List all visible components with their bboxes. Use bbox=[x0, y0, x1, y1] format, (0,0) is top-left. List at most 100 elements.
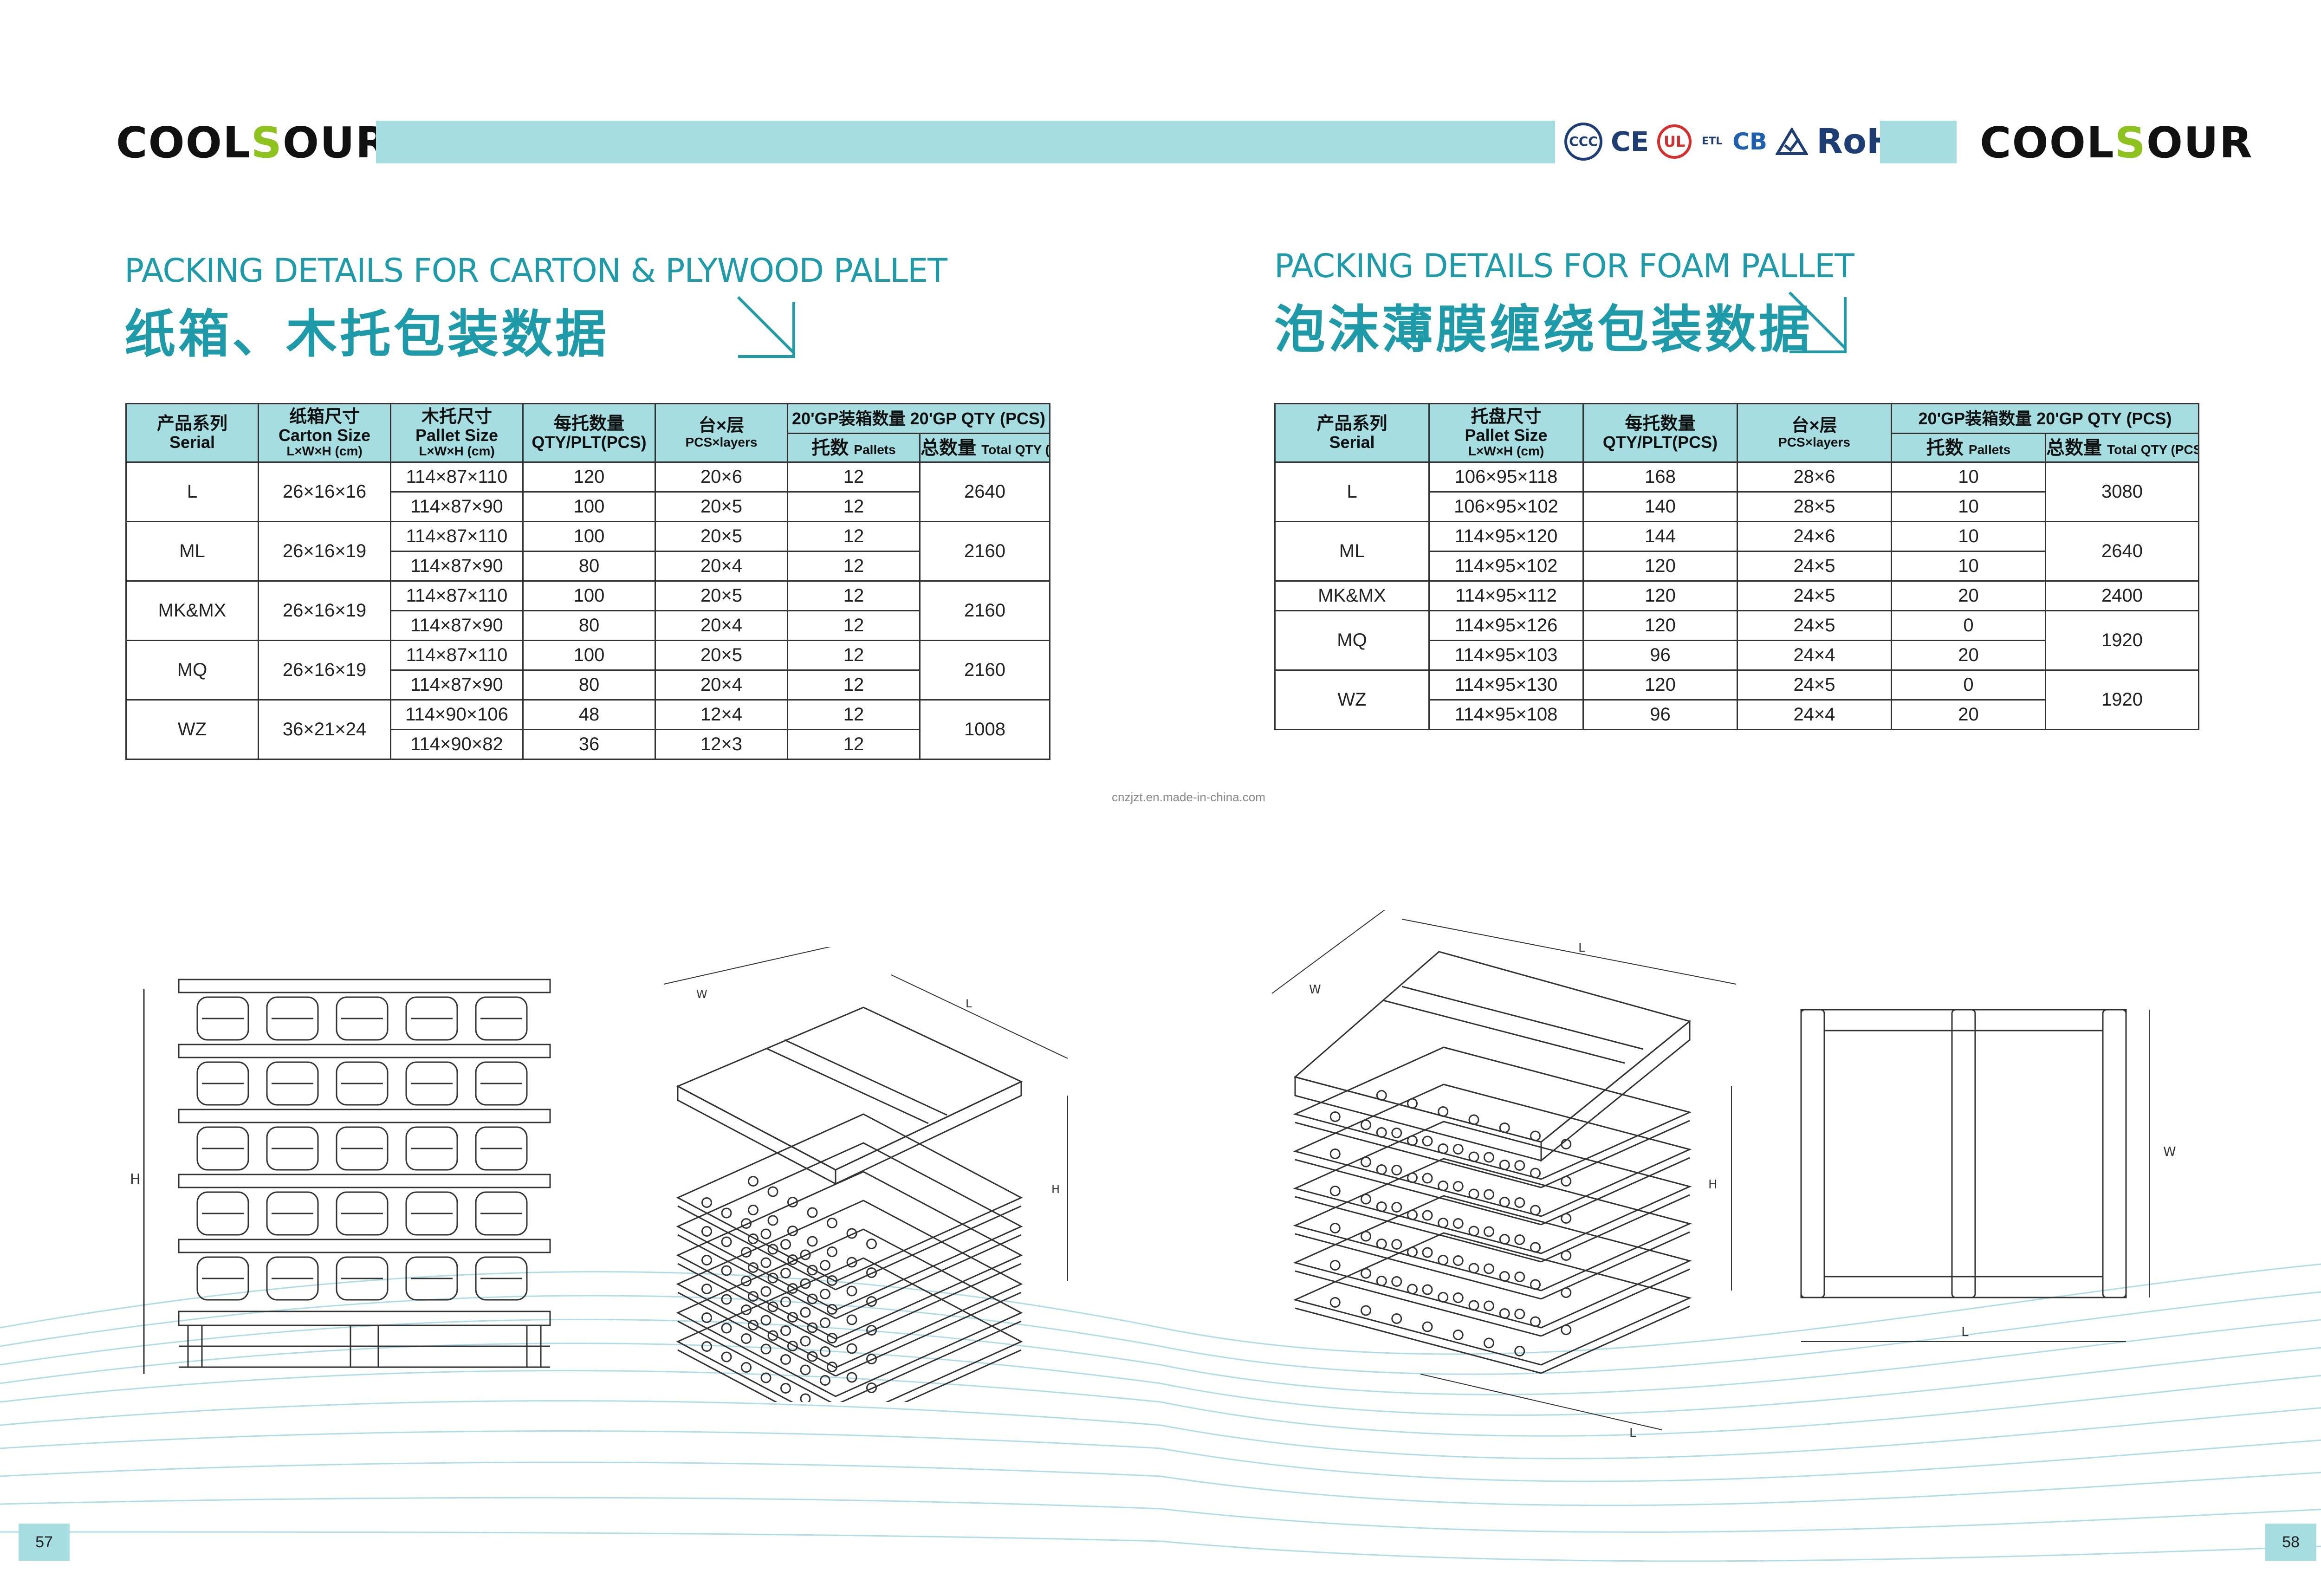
pallets-cell: 0 bbox=[1891, 669, 2046, 701]
width-dimension-label: W bbox=[2163, 1144, 2176, 1159]
pallet-size-cell: 106×95×102 bbox=[1428, 491, 1584, 522]
right-title-cn: 泡沫薄膜缠绕包装数据 bbox=[1274, 300, 1813, 359]
pallets-header: 托数 Pallets bbox=[1891, 433, 2046, 463]
pallet-size-cell: 114×87×110 bbox=[390, 640, 524, 671]
qty-cell: 80 bbox=[522, 610, 656, 641]
qty-cell: 100 bbox=[522, 580, 656, 611]
pallets-cell: 12 bbox=[787, 580, 921, 611]
layers-cell: 12×3 bbox=[655, 729, 788, 760]
layers-cell: 20×4 bbox=[655, 669, 788, 701]
left-title-en: PACKING DETAILS FOR CARTON & PLYWOOD PAL… bbox=[124, 252, 947, 290]
height-dimension-label: H bbox=[1051, 1183, 1060, 1196]
pallets-cell: 20 bbox=[1891, 640, 2046, 671]
serial-cell: MK&MX bbox=[125, 580, 259, 641]
pallets-cell: 10 bbox=[1891, 551, 2046, 582]
serial-cell: MQ bbox=[125, 640, 259, 701]
serial-cell: MK&MX bbox=[1274, 580, 1430, 611]
brand-logo-right: COOLSOUR bbox=[1980, 118, 2253, 168]
layers-cell: 20×5 bbox=[655, 640, 788, 671]
pallets-cell: 12 bbox=[787, 521, 921, 552]
layers-cell: 20×5 bbox=[655, 491, 788, 522]
pallets-cell: 20 bbox=[1891, 580, 2046, 611]
qty-cell: 48 bbox=[522, 699, 656, 730]
serial-cell: WZ bbox=[1274, 669, 1430, 730]
pallets-cell: 12 bbox=[787, 610, 921, 641]
height-dimension-label: H bbox=[130, 1171, 141, 1187]
pallet-size-cell: 114×90×106 bbox=[390, 699, 524, 730]
etl-cert-icon: ETL bbox=[1702, 135, 1723, 147]
pallets-cell: 12 bbox=[787, 491, 921, 522]
qty-cell: 100 bbox=[522, 491, 656, 522]
pallets-cell: 12 bbox=[787, 551, 921, 582]
total-qty-cell: 2640 bbox=[919, 461, 1051, 522]
pallet-size-cell: 106×95×118 bbox=[1428, 461, 1584, 493]
total-qty-cell: 1920 bbox=[2044, 669, 2200, 730]
layers-cell: 20×5 bbox=[655, 580, 788, 611]
pallet-top-view: W L bbox=[1800, 1009, 2176, 1342]
serial-cell: L bbox=[1274, 461, 1430, 522]
certifications: CCC CE UL ETL CB RoHS bbox=[1564, 118, 1920, 165]
layers-cell: 24×5 bbox=[1737, 580, 1892, 611]
width-dimension-label: W bbox=[696, 988, 707, 1001]
total-qty-cell: 2160 bbox=[919, 521, 1051, 582]
pallet-size-cell: 114×95×108 bbox=[1428, 699, 1584, 730]
header-band-left bbox=[376, 121, 1555, 163]
layers-cell: 20×4 bbox=[655, 551, 788, 582]
foam-pallet-isometric-view: W L H L bbox=[1271, 910, 1737, 1439]
right-title-en: PACKING DETAILS FOR FOAM PALLET bbox=[1274, 247, 1854, 285]
layers-cell: 24×6 bbox=[1737, 521, 1892, 552]
serial-cell: ML bbox=[125, 521, 259, 582]
carton-size-cell: 26×16×19 bbox=[258, 640, 391, 701]
qty-cell: 120 bbox=[1582, 610, 1738, 641]
pallet-size-cell: 114×87×110 bbox=[390, 521, 524, 552]
pallet-size-cell: 114×87×90 bbox=[390, 610, 524, 641]
pallets-cell: 10 bbox=[1891, 491, 2046, 522]
layers-cell: 28×6 bbox=[1737, 461, 1892, 493]
serial-cell: MQ bbox=[1274, 610, 1430, 671]
qty-cell: 80 bbox=[522, 669, 656, 701]
pallet-size-cell: 114×87×90 bbox=[390, 491, 524, 522]
pallet-size-cell: 114×87×110 bbox=[390, 461, 524, 493]
ul-cert-icon: UL bbox=[1657, 124, 1692, 159]
header-band-right bbox=[1880, 121, 1957, 163]
qty-cell: 144 bbox=[1582, 521, 1738, 552]
arrow-down-right-icon bbox=[1788, 291, 1847, 353]
gp-qty-header: 20'GP装箱数量 20'GP QTY (PCS) bbox=[1890, 403, 2200, 434]
qty-cell: 168 bbox=[1582, 461, 1738, 493]
cb-cert-icon: CB bbox=[1732, 128, 1767, 155]
total-qty-header: 总数量 Total QTY (PCS) bbox=[919, 433, 1051, 463]
layers-cell: 24×5 bbox=[1737, 669, 1892, 701]
watermark: cnzjzt.en.made-in-china.com bbox=[1112, 790, 1265, 804]
serial-cell: WZ bbox=[125, 699, 259, 760]
pallets-cell: 10 bbox=[1891, 461, 2046, 493]
layers-cell: 24×5 bbox=[1737, 610, 1892, 641]
total-qty-cell: 2640 bbox=[2044, 521, 2200, 582]
arrow-down-right-icon bbox=[737, 296, 795, 358]
total-qty-cell: 2400 bbox=[2044, 580, 2200, 611]
total-qty-cell: 2160 bbox=[919, 580, 1051, 641]
total-qty-header: 总数量 Total QTY (PCS) bbox=[2044, 433, 2200, 463]
qty-cell: 120 bbox=[1582, 551, 1738, 582]
rohs-check-icon bbox=[1776, 128, 1808, 155]
qty-cell: 100 bbox=[522, 640, 656, 671]
pallet-size-cell: 114×95×112 bbox=[1428, 580, 1584, 611]
